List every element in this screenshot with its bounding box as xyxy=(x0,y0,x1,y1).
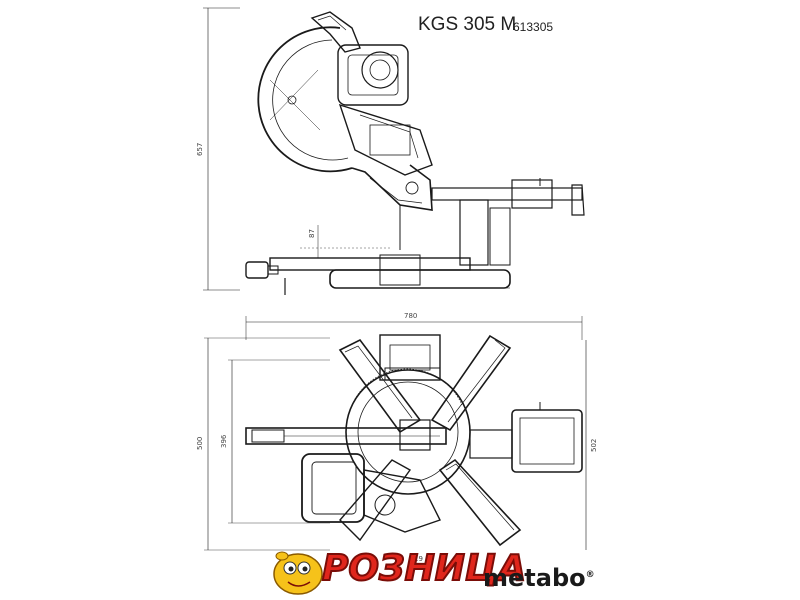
mascot-logo xyxy=(273,551,323,595)
dim-depth-right: 502 xyxy=(590,439,598,452)
brand-registered-mark: ® xyxy=(585,570,595,580)
dim-height-total: 657 xyxy=(196,143,204,156)
dim-height-table: 87 xyxy=(308,229,316,238)
shop-logo-text: РОЗНИЦА xyxy=(321,547,527,590)
dim-bottom-small: 19 xyxy=(414,555,423,563)
dim-depth-inner: 396 xyxy=(220,434,228,448)
article-number: 613305 xyxy=(513,20,554,34)
brand-logo-text: metabo xyxy=(483,564,586,592)
brand-logo: metabo® xyxy=(483,564,595,592)
model-title: KGS 305 M xyxy=(418,14,517,35)
dim-depth-left: 500 xyxy=(196,437,204,450)
side-view xyxy=(203,7,585,295)
logo-area: РОЗНИЦА metabo® xyxy=(270,547,610,598)
top-view xyxy=(204,316,587,551)
dim-width-total: 780 xyxy=(404,312,417,320)
